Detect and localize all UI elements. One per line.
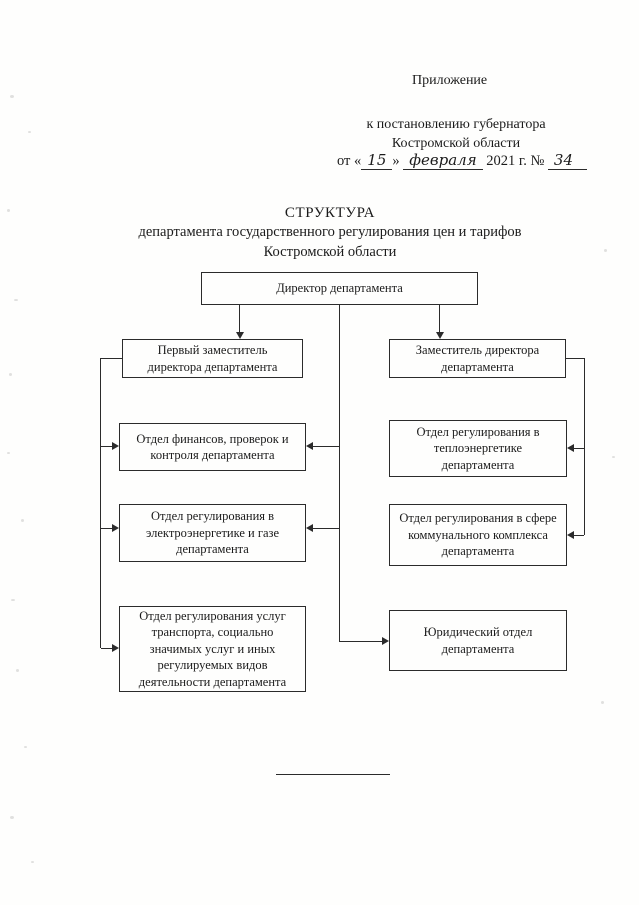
- decree-line-1: к постановлению губернатора: [366, 117, 546, 132]
- connector-director-to-first-deputy: [239, 305, 240, 333]
- scan-speck: [604, 249, 607, 252]
- document-title: СТРУКТУРА департамента государственного …: [20, 203, 639, 262]
- scan-speck: [10, 816, 14, 819]
- connector-spine-to-electro: [312, 528, 340, 529]
- scan-speck: [7, 209, 10, 212]
- connector-rail-to-electro: [101, 528, 113, 529]
- scan-speck: [7, 452, 10, 454]
- scan-speck: [9, 373, 12, 376]
- handwritten-number: 34: [547, 151, 588, 170]
- title-line-3: Костромской области: [263, 243, 397, 260]
- scan-speck: [21, 519, 24, 522]
- arrowhead-left-finance: [306, 442, 313, 450]
- org-box-legal-dept: Юридический отдел департамента: [389, 610, 567, 671]
- arrowhead-left-communal: [567, 531, 574, 539]
- org-box-communal-complex-dept: Отдел регулирования в сфере коммунальног…: [389, 504, 567, 566]
- arrowhead-left-electro: [306, 524, 313, 532]
- scan-speck: [14, 299, 18, 301]
- scan-speck: [16, 669, 19, 672]
- decree-date-line: от «15» февраля 2021 г. № 34: [337, 151, 588, 170]
- connector-spine-to-legal: [340, 641, 384, 642]
- arrowhead-left-heat: [567, 444, 574, 452]
- scan-speck: [31, 861, 34, 863]
- connector-rail-to-finance: [101, 446, 113, 447]
- scan-speck: [28, 131, 31, 133]
- connector-rail-to-communal: [573, 535, 584, 536]
- date-close-quote: »: [392, 153, 400, 169]
- scan-speck: [10, 95, 14, 98]
- arrowhead-right-legal: [382, 637, 389, 645]
- org-box-director: Директор департамента: [201, 272, 478, 305]
- footer-rule: [276, 774, 390, 775]
- connector-rail-to-heat: [573, 448, 584, 449]
- arrowhead-right-finance: [112, 442, 119, 450]
- connector-first-deputy-to-left-rail: [100, 358, 122, 359]
- connector-rail-to-transport: [101, 648, 113, 649]
- appendix-label: Приложение: [412, 73, 488, 88]
- scan-speck: [24, 746, 27, 748]
- org-box-transport-services-dept: Отдел регулирования услуг транспорта, со…: [119, 606, 306, 692]
- decree-line-2: Костромской области: [391, 135, 521, 151]
- connector-central-spine: [339, 305, 340, 642]
- scan-speck: [601, 701, 604, 704]
- scan-speck: [612, 456, 615, 458]
- handwritten-day: 15: [361, 151, 393, 170]
- org-box-heat-energy-dept: Отдел регулирования в теплоэнергетике де…: [389, 420, 567, 477]
- connector-left-rail: [100, 358, 101, 648]
- org-box-electro-gas-dept: Отдел регулирования в электроэнергетике …: [119, 504, 306, 562]
- decree-reference: к постановлению губернатора Костромской …: [336, 116, 576, 154]
- handwritten-month: февраля: [403, 151, 483, 170]
- org-box-deputy: Заместитель директора департамента: [389, 339, 566, 378]
- org-box-finance-dept: Отдел финансов, проверок и контроля депа…: [119, 423, 306, 471]
- arrowhead-right-transport: [112, 644, 119, 652]
- arrowhead-down-first-deputy: [236, 332, 244, 339]
- date-year-part: 2021 г. №: [486, 153, 545, 169]
- connector-deputy-to-right-rail: [566, 358, 584, 359]
- date-prefix: от «: [337, 153, 362, 169]
- connector-director-to-deputy: [439, 305, 440, 333]
- arrowhead-right-electro: [112, 524, 119, 532]
- org-box-first-deputy: Первый заместитель директора департамент…: [122, 339, 303, 378]
- title-line-1: СТРУКТУРА: [284, 205, 376, 221]
- scan-speck: [11, 599, 15, 601]
- connector-right-rail: [584, 358, 585, 535]
- arrowhead-down-deputy: [436, 332, 444, 339]
- connector-spine-to-finance: [312, 446, 340, 447]
- title-line-2: департамента государственного регулирова…: [138, 224, 522, 241]
